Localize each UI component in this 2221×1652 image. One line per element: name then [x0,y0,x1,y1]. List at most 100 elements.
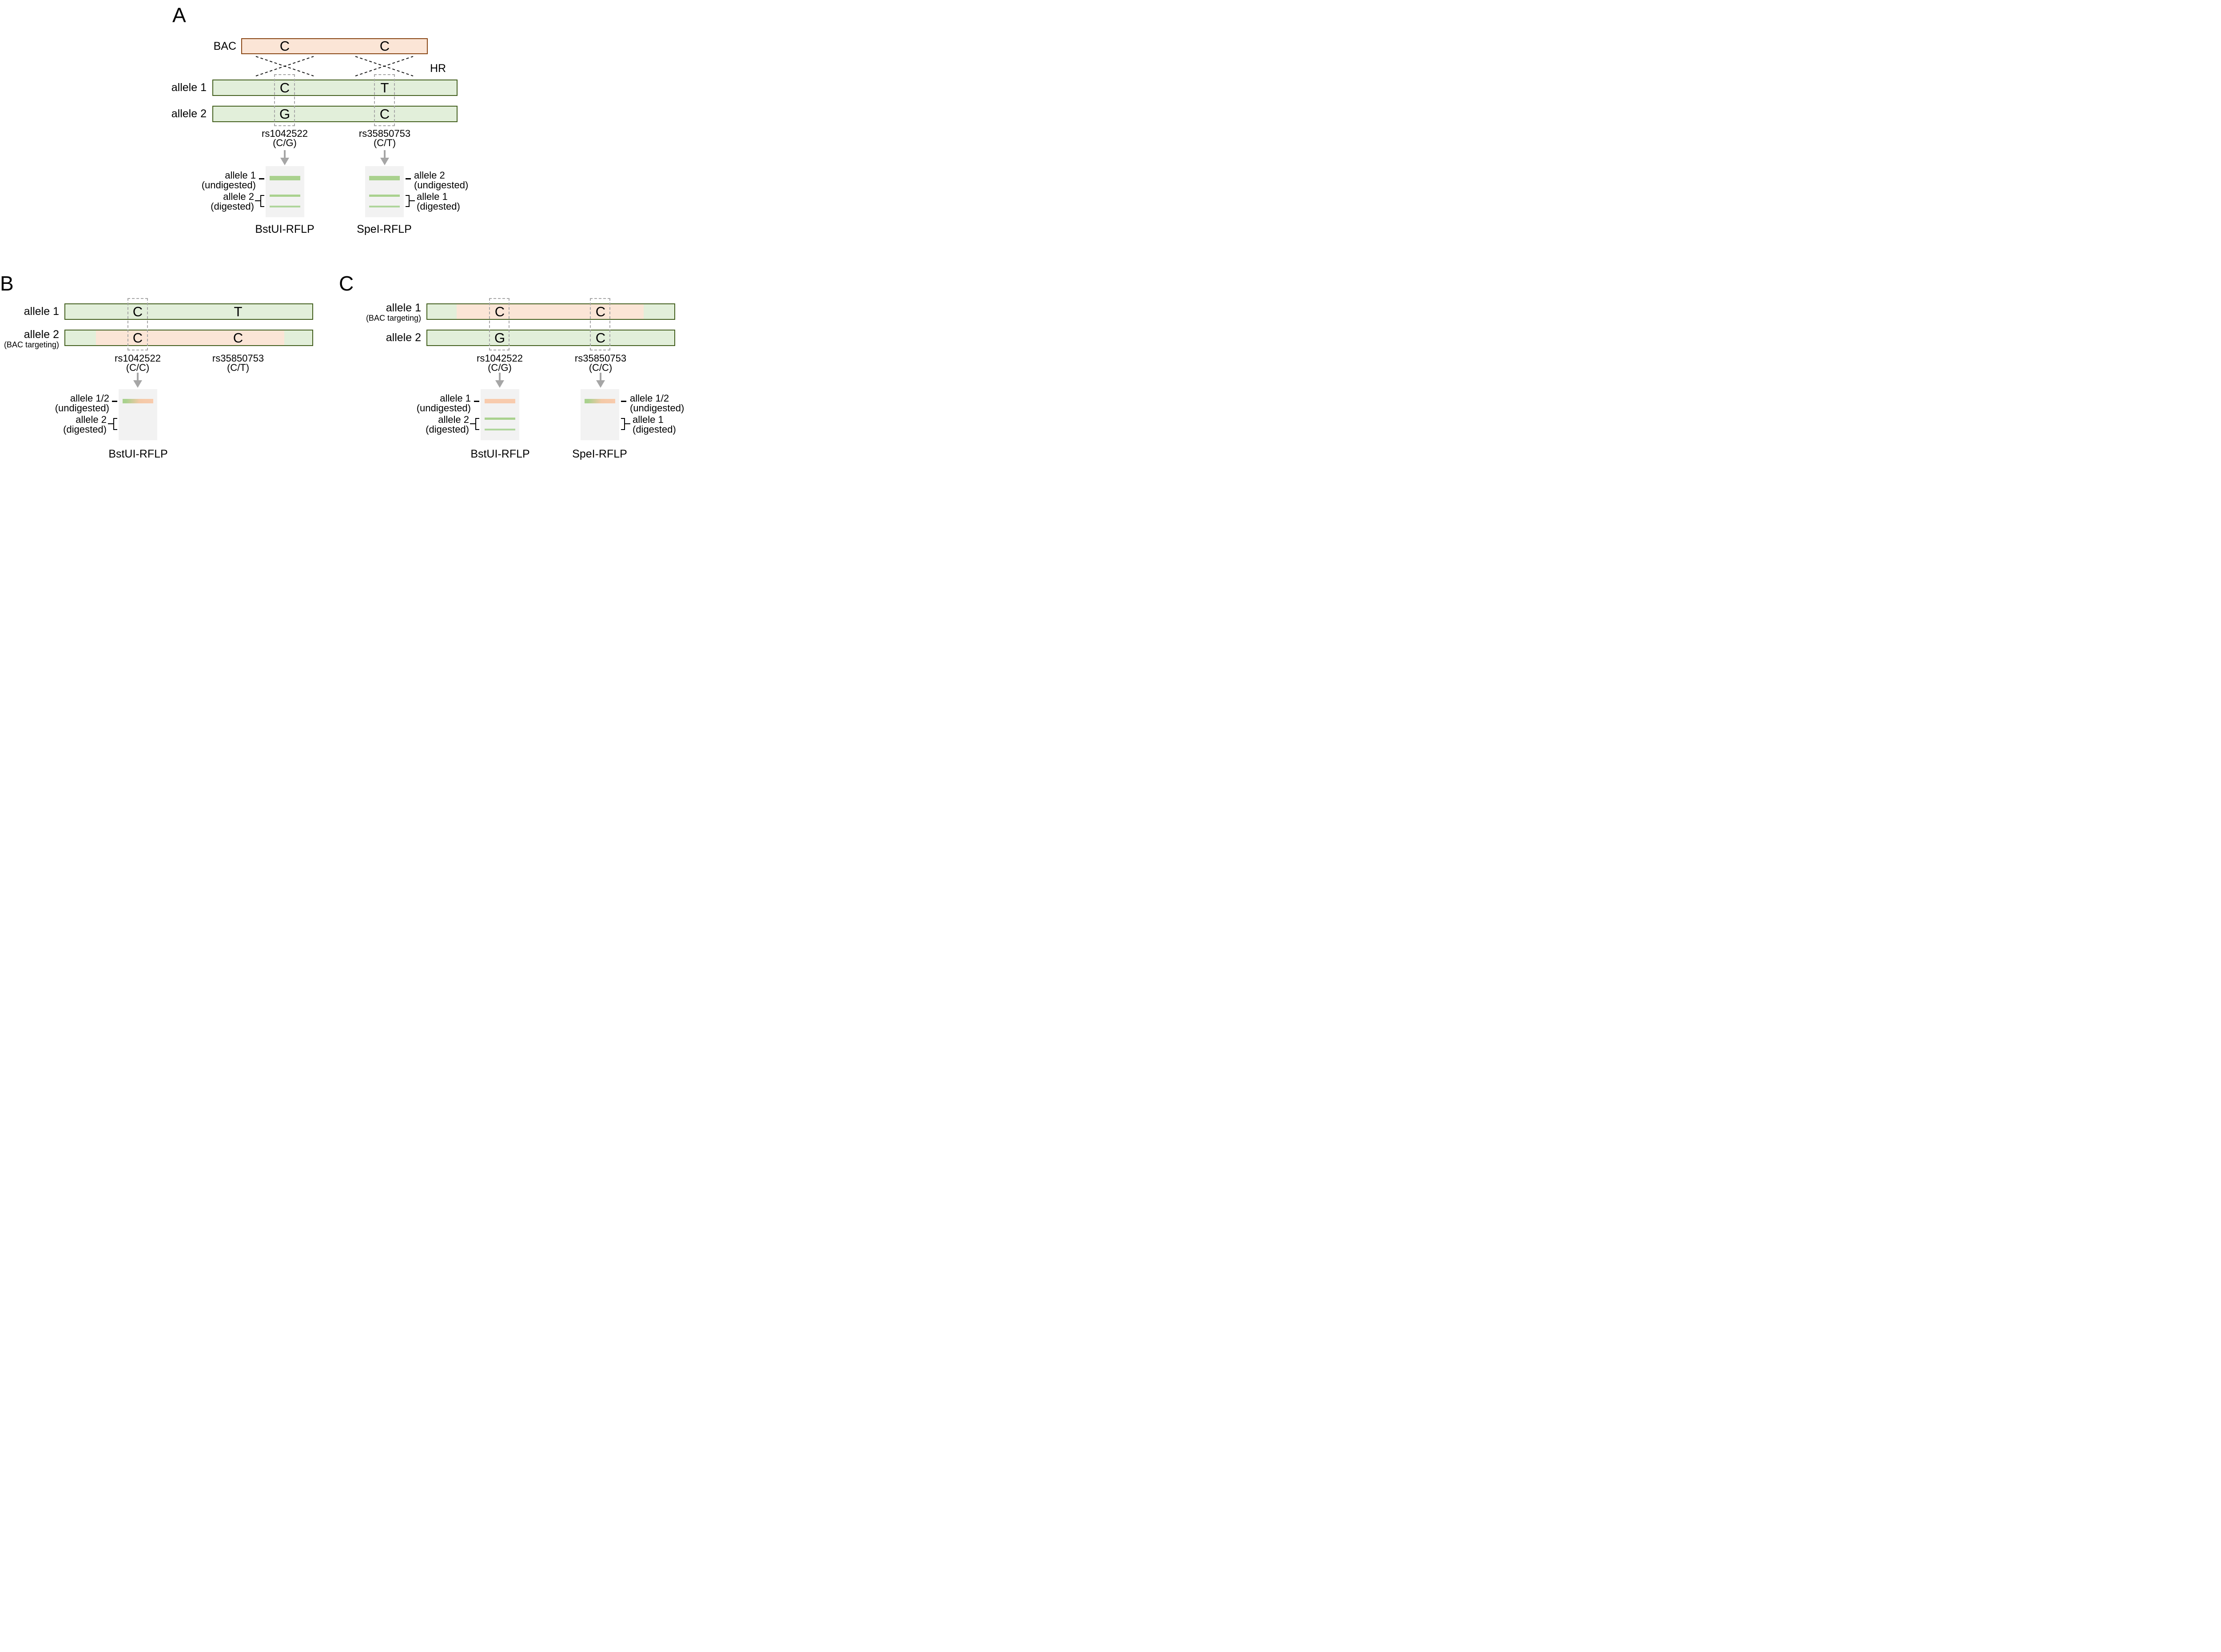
bac-insert-segment [96,330,284,345]
snp2-highlight-box [374,74,395,126]
gel-band-digested-1 [270,195,300,197]
snp1-name: rs1042522 [115,353,161,364]
snp2-name-label: rs35850753 (C/C) [534,353,667,373]
gel-bracket-label: allele 2 (digested) [156,192,254,211]
gel-band-digested-1 [485,418,515,420]
snp1-name: rs1042522 [262,128,308,139]
tick-mark [259,178,264,179]
allele2-row-label-sub: (BAC targeting) [4,340,59,349]
tick-mark [406,178,411,179]
allele1-snp1-letter: C [494,304,505,319]
bac-row-label: BAC [213,40,236,52]
allele1-row-label-sub: (BAC targeting) [366,314,421,322]
allele2-bar [426,330,675,346]
allele2-snp2-letter: C [379,106,390,122]
tick-mark [474,401,479,402]
allele2-snp1-letter: C [132,330,143,346]
gel-band-undigested [369,176,400,180]
snp1-name-label: rs1042522 (C/C) [71,353,204,373]
gel-bracket-label-line1: allele 2 [223,191,254,202]
down-arrow-icon [280,150,289,165]
bracket-tick [255,200,260,201]
allele1-row-label-main: allele 1 [386,302,421,314]
gel-bracket-label-line1: allele 1 [417,191,448,202]
gel-band-label-line2: (undigested) [630,402,685,414]
allele2-snp2-letter: C [233,330,243,346]
gel-bracket-label-line1: allele 2 [76,414,107,425]
gel-band-label-line1: allele 1/2 [630,393,669,404]
snp2-genotype: (C/C) [589,362,613,373]
down-arrow-icon [380,150,389,165]
allele2-snp2-letter: C [595,330,606,346]
gel-band-undigested [485,399,515,403]
snp1-genotype: (C/G) [488,362,512,373]
allele2-row-label: allele 2 (BAC targeting) [1,329,59,349]
down-arrow-icon [133,373,142,388]
gel-band-digested-2 [369,206,400,207]
gel-band-label: allele 2 (undigested) [414,171,468,190]
gel-band-undigested-mixed [123,399,153,403]
allele1-bar [64,303,313,320]
allele1-snp1-letter: C [132,304,143,319]
gel-bracket-label-line2: (digested) [211,201,254,212]
gel-band-label-line2: (undigested) [55,402,109,414]
panel-a-label: A [172,4,186,27]
gel-band-digested-1 [369,195,400,197]
snp2-name-label: rs35850753 (C/T) [318,129,451,148]
down-arrow-icon [596,373,605,388]
allele1-row-label: allele 1 (BAC targeting) [323,302,421,322]
gel-band-label-line1: allele 1/2 [70,393,109,404]
allele1-snp2-letter: T [234,304,243,319]
allele1-snp1-letter: C [279,80,290,96]
gel-caption: BstUI-RFLP [255,223,314,235]
hr-label: HR [430,62,446,75]
bracket [621,418,625,430]
crossover-icon [255,56,314,76]
allele1-snp2-letter: C [595,304,606,319]
allele2-row-label: allele 2 [171,107,207,120]
allele1-row-label: allele 1 [24,305,59,318]
bracket [406,195,410,207]
gel-lane-bstui [266,166,304,217]
panel-b-label: B [0,272,14,295]
bac-snp2-letter: C [379,38,390,54]
snp1-genotype: (C/G) [273,137,297,148]
gel-bracket-label: allele 1 (digested) [417,192,460,211]
gel-band-label-line2: (undigested) [414,179,469,191]
bracket-tick [625,423,630,424]
allele2-bar [212,106,458,122]
allele1-bar [212,80,458,96]
allele2-row-label-main: allele 2 [24,328,59,341]
allele2-bar-bac-targeted [64,330,313,346]
gel-bracket-label: allele 1 (digested) [633,415,676,434]
snp1-highlight-box [127,298,148,350]
snp2-name: rs35850753 [212,353,264,364]
gel-band-label-line1: allele 1 [225,170,256,181]
gel-band-digested-2 [270,206,300,207]
tick-mark [621,401,626,402]
gel-lane-spei [581,389,619,440]
snp2-genotype: (C/T) [373,137,396,148]
gel-bracket-label-line1: allele 1 [633,414,664,425]
allele2-snp1-letter: G [494,330,505,346]
gel-band-label-line2: (undigested) [201,179,256,191]
allele1-bar-bac-targeted [426,303,675,320]
bracket [113,418,117,430]
figure-canvas: A BAC C C HR allele 1 C T allele 2 G C r… [0,0,697,466]
gel-band-label: allele 1 (undigested) [373,394,471,413]
snp2-name: rs35850753 [574,353,627,364]
gel-lane-bstui [481,389,519,440]
gel-lane-bstui [119,389,157,440]
snp1-highlight-box [274,74,295,126]
gel-band-label: allele 1 (undigested) [158,171,256,190]
snp2-name-label: rs35850753 (C/T) [171,353,305,373]
gel-bracket-label-line2: (digested) [426,424,469,435]
gel-bracket-label: allele 2 (digested) [371,415,469,434]
snp1-highlight-box [489,298,509,350]
snp1-genotype: (C/C) [126,362,150,373]
tick-mark [112,401,117,402]
snp1-name: rs1042522 [477,353,523,364]
allele2-row-label: allele 2 [386,331,421,344]
bracket [475,418,479,430]
snp2-genotype: (C/T) [227,362,250,373]
